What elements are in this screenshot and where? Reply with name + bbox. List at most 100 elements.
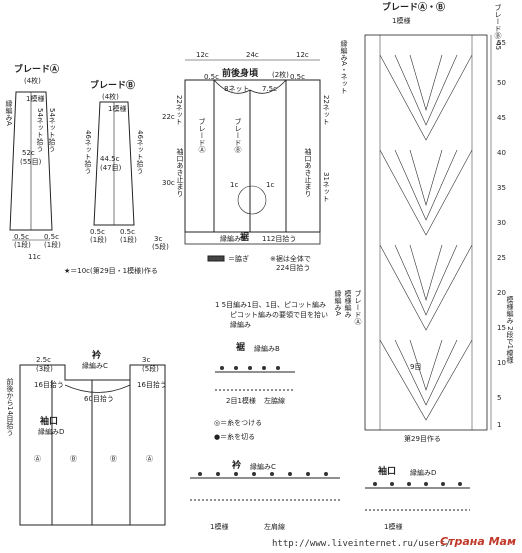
big-strip-dec: 1模様 bbox=[392, 17, 411, 25]
body-top-l: 12c bbox=[196, 51, 209, 59]
body-strip-lbl2: ブレードⒷ bbox=[234, 118, 242, 153]
body-legend2: ※裾は全体で bbox=[270, 255, 311, 263]
strip-a-width: 52c bbox=[22, 149, 35, 157]
body-net-len: 7.5c bbox=[262, 85, 277, 93]
strip-a-stitch-r: 54ネット拾う bbox=[48, 108, 56, 152]
strip-a-bottom-r-sub: (1段) bbox=[44, 241, 61, 249]
collar-col-0: Ⓐ bbox=[34, 455, 41, 463]
big-strip-bottom: 第29目作る bbox=[404, 435, 441, 443]
strip-a-dec: 縁編みA bbox=[5, 100, 13, 126]
body-top-r: 12c bbox=[296, 51, 309, 59]
ruler-10: 10 bbox=[497, 359, 506, 367]
body-count: (2枚) bbox=[272, 71, 289, 79]
watermark-url[interactable]: http://www.liveinternet.ru/users/ bbox=[272, 539, 451, 549]
big-strip-bottom-mark: 9目 bbox=[410, 363, 422, 371]
ruler-30: 30 bbox=[497, 219, 506, 227]
body-left-bottom: 3c bbox=[154, 235, 163, 243]
strip-b-shape bbox=[93, 101, 135, 226]
body-side-r: 31ネット bbox=[322, 172, 330, 202]
strip-b-bottom-r: 0.5c bbox=[120, 228, 135, 236]
body-hem-sub: 縁編みB bbox=[220, 235, 246, 243]
strip-b-bottom-r-sub: (1段) bbox=[120, 236, 137, 244]
ruler-40: 40 bbox=[497, 149, 506, 157]
collar-chart-edge: 左肩線 bbox=[264, 523, 285, 531]
hem-chart-rep: 2目1模様 bbox=[226, 397, 256, 405]
body-note-l: 袖口あき止まり bbox=[176, 148, 184, 197]
legend-l2: ピコット編みの要領で目を拾い bbox=[230, 311, 328, 319]
cuff-chart-title: 袖口 bbox=[378, 467, 397, 477]
collar-col-1: Ⓑ bbox=[70, 455, 77, 463]
strip-a-bottom-l-sub: (1段) bbox=[14, 241, 31, 249]
strip-a-stitch-l: 54ネット拾う bbox=[36, 108, 44, 152]
strip-a-shape bbox=[9, 91, 53, 231]
collar-chart-sub: 縁編みC bbox=[250, 463, 276, 471]
collar-cuff-sub: 縁編みD bbox=[38, 428, 65, 436]
strip-a-bottom-r: 0.5c bbox=[44, 233, 59, 241]
ruler-35: 35 bbox=[497, 184, 506, 192]
body-side-mid: 1c bbox=[230, 181, 239, 189]
ruler-55: 55 bbox=[497, 39, 506, 47]
big-strip-side-note2: 模様編み bbox=[344, 290, 352, 318]
strip-b-width-sub: (47目) bbox=[100, 164, 122, 172]
footnote: ★＝10c(第29目・1模様)作る bbox=[64, 267, 158, 275]
cuff-chart-sub: 縁編みD bbox=[410, 469, 437, 477]
strip-b-width: 44.5c bbox=[100, 155, 120, 163]
collar-front: 前後から14目拾う bbox=[6, 378, 14, 436]
ruler-20: 20 bbox=[497, 289, 506, 297]
ruler-15: 15 bbox=[497, 324, 506, 332]
ruler-45: 45 bbox=[497, 114, 506, 122]
strip-a-title: ブレードⒶ bbox=[14, 65, 60, 75]
big-strip-side-note3: 縁編みA bbox=[334, 290, 342, 316]
body-left-bottom-sub: (5段) bbox=[152, 243, 169, 251]
body-hem: 裾 bbox=[240, 233, 250, 243]
collar-r-w: 3c bbox=[142, 356, 151, 364]
collar-chart-title: 衿 bbox=[232, 461, 242, 471]
ruler-25: 25 bbox=[497, 254, 506, 262]
body-armhole-l: 22ネット bbox=[175, 95, 183, 125]
cuff-chart-rep: 1模様 bbox=[384, 523, 403, 531]
marker-2: ●＝糸を切る bbox=[214, 433, 256, 441]
big-strip-r-note: 模様編み 2段で1模様 bbox=[506, 296, 514, 364]
body-neck-r: 0.5c bbox=[290, 73, 305, 81]
strip-b-stitch-l: 46ネット拾う bbox=[84, 130, 92, 174]
ruler-50: 50 bbox=[497, 79, 506, 87]
big-strip-title: ブレードⒶ・Ⓑ bbox=[382, 3, 446, 13]
strip-a-bottom-l: 0.5c bbox=[14, 233, 29, 241]
collar-col-2: Ⓑ bbox=[110, 455, 117, 463]
body-net: 8ネット bbox=[224, 85, 250, 93]
strip-b-title: ブレードⒷ bbox=[90, 81, 136, 91]
hem-chart-title: 裾 bbox=[236, 343, 246, 353]
collar-r-pick: 16目拾う bbox=[137, 381, 167, 389]
body-legend3: 224目拾う bbox=[276, 264, 311, 272]
hem-chart-edge: 左脇線 bbox=[264, 397, 285, 405]
ruler-1: 1 bbox=[497, 421, 502, 429]
body-title: 前後身頃 bbox=[222, 69, 259, 79]
big-strip-edge: 縁編みA・ネット bbox=[340, 40, 348, 94]
ruler-5: 5 bbox=[497, 394, 502, 402]
strip-b-bottom-l-sub: (1段) bbox=[90, 236, 107, 244]
strip-a-count: (4枚) bbox=[24, 77, 41, 85]
body-note-r: 袖口あき止まり bbox=[304, 148, 312, 197]
body-side-mid2: 1c bbox=[266, 181, 275, 189]
collar-chart-rep: 1模様 bbox=[210, 523, 229, 531]
body-side-ext: 30c bbox=[162, 179, 175, 187]
body-neck-l: 0.5c bbox=[204, 73, 219, 81]
body-strip-lbl: ブレードⒶ bbox=[198, 118, 206, 153]
strip-a-first-row: 1模様 bbox=[26, 95, 45, 103]
collar-r-w-sub: (5段) bbox=[142, 365, 159, 373]
hem-chart-sub: 縁編みB bbox=[254, 345, 280, 353]
body-top-c: 24c bbox=[246, 51, 259, 59]
big-strip bbox=[364, 34, 488, 431]
strip-a-total: 11c bbox=[28, 253, 41, 261]
body-side-l: 22c bbox=[162, 113, 175, 121]
collar-l-w-sub: (3段) bbox=[36, 365, 53, 373]
site-logo: Страна Мам bbox=[440, 535, 516, 548]
collar-l-w: 2.5c bbox=[36, 356, 51, 364]
legend-l1: 1 5目編み1目、1目、ピコット編み bbox=[215, 301, 327, 309]
collar-sub: 縁編みC bbox=[82, 362, 108, 370]
legend-l3: 縁編み bbox=[230, 321, 251, 329]
big-strip-side-note: ブレードⒶ bbox=[354, 290, 362, 325]
collar-c-pick: 60目拾う bbox=[84, 395, 114, 403]
strip-b-first-row: 1模様 bbox=[108, 105, 127, 113]
